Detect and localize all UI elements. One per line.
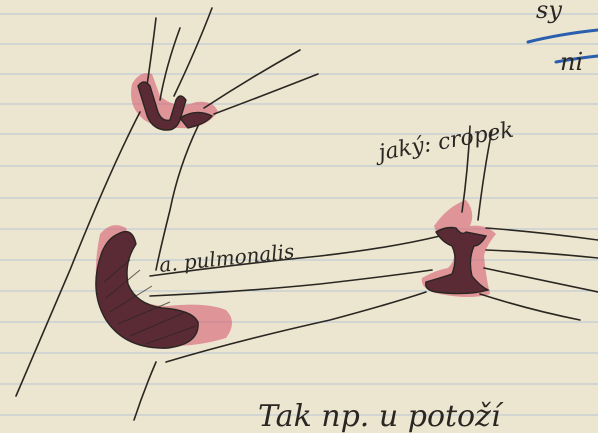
ductus-label: jaký: cropek	[372, 118, 516, 167]
bottom-text-line: Tak np. u potoží	[258, 399, 504, 433]
ruled-lines	[0, 14, 598, 415]
top-right-fragment-1: sy	[536, 0, 562, 24]
top-right-fragment-2: ni	[560, 48, 583, 76]
vessel-outlines	[16, 8, 598, 420]
vessel-label: a. pulmonalis	[158, 239, 295, 277]
